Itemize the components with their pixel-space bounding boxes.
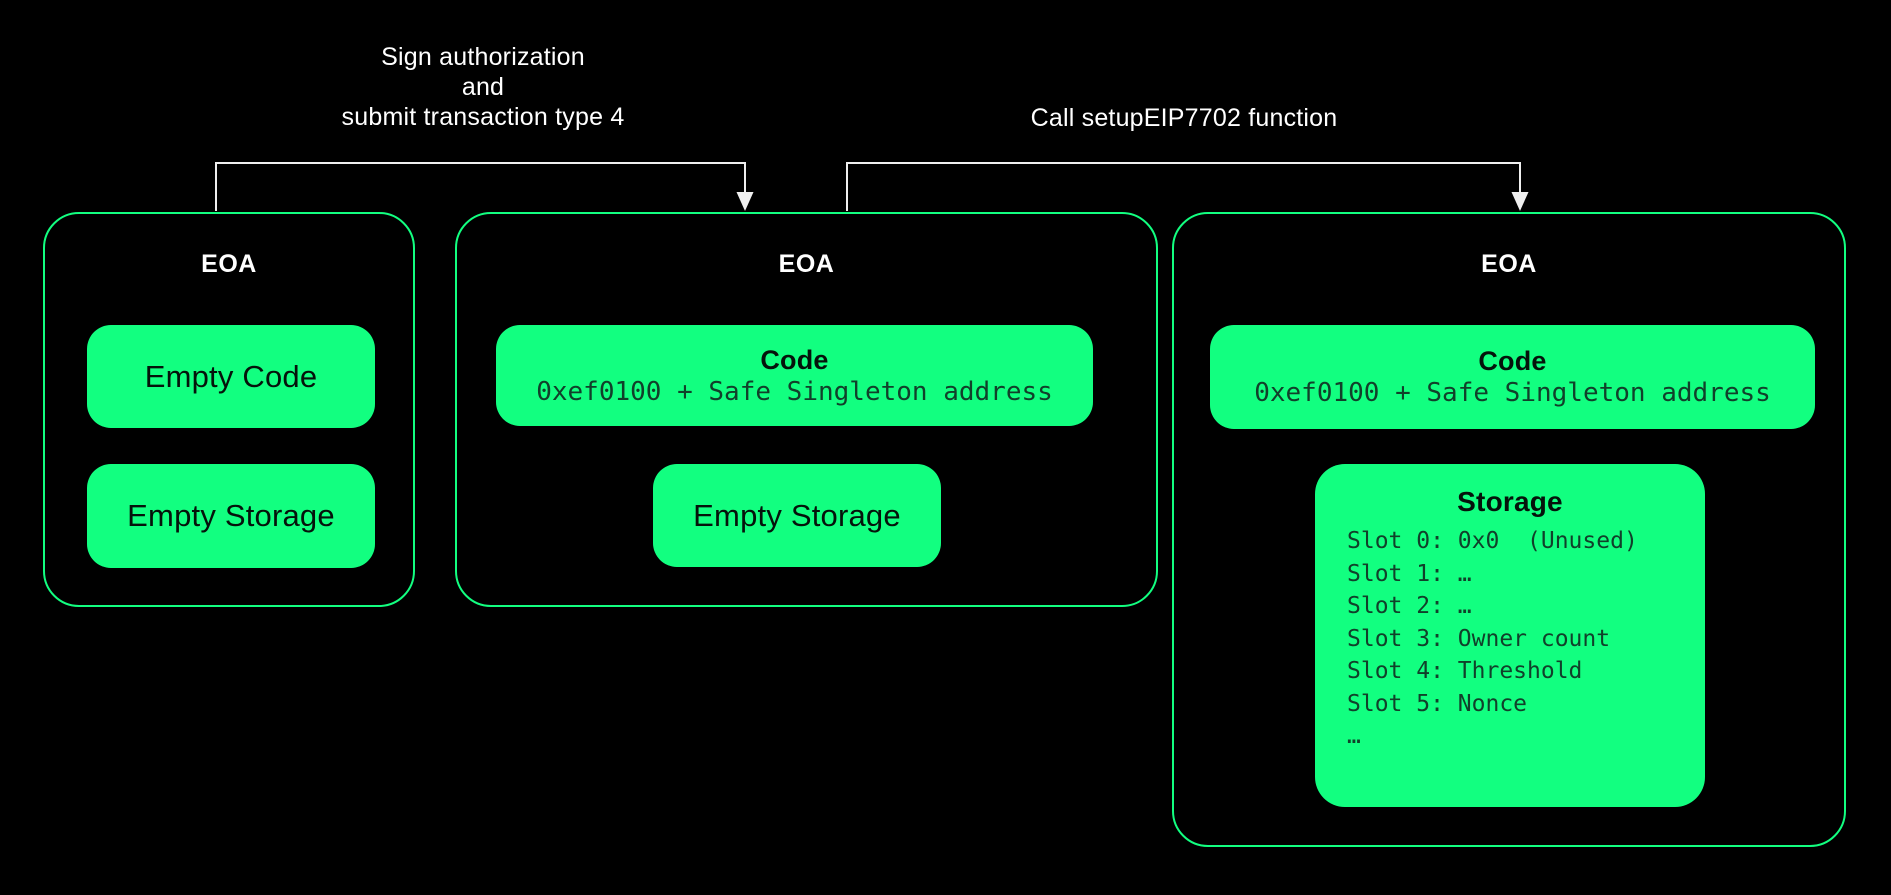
eoa-box-initial: EOA Empty Code Empty Storage [43,212,415,607]
code-value: 0xef0100 + Safe Singleton address [1254,378,1771,408]
storage-slot: Slot 3: Owner count [1347,625,1611,652]
storage-slot: Slot 1: … [1347,560,1472,587]
arrow-line-call-setup [846,162,1521,211]
storage-slot: Slot 4: Threshold [1347,658,1583,684]
eoa-title: EOA [201,250,257,278]
arrowhead-sign-authorization [736,192,754,211]
eoa-box-delegated: EOA Code 0xef0100 + Safe Singleton addre… [455,212,1158,607]
empty-code-chip: Empty Code [87,325,375,428]
empty-storage-chip: Empty Storage [653,464,941,567]
chip-label: Empty Code [144,358,318,394]
storage-slot-list: Slot 0: 0x0 (Unused) Slot 1: … Slot 2: …… [1315,525,1705,753]
storage-chip: Storage Slot 0: 0x0 (Unused) Slot 1: … S… [1315,464,1705,807]
arrow-label-line: and [461,73,505,101]
arrow-label-line: submit transaction type 4 [341,103,625,131]
chip-title: Code [760,344,829,375]
empty-storage-chip: Empty Storage [87,464,375,568]
eoa-box-initialized: EOA Code 0xef0100 + Safe Singleton addre… [1172,212,1846,847]
code-chip: Code 0xef0100 + Safe Singleton address [496,325,1093,426]
chip-title: Storage [1457,486,1563,517]
arrow-line-sign-authorization [215,162,746,211]
storage-slot: Slot 5: Nonce [1347,690,1528,717]
eoa-title: EOA [778,250,835,278]
chip-label: Empty Storage [693,497,901,533]
code-value: 0xef0100 + Safe Singleton address [536,376,1053,407]
code-chip: Code 0xef0100 + Safe Singleton address [1210,325,1815,429]
chip-title: Code [1478,346,1547,376]
storage-slot: Slot 0: 0x0 (Unused) [1347,528,1638,554]
storage-slot: … [1347,723,1361,749]
arrow-label-line: Sign authorization [381,43,585,71]
arrow-label-sign-authorization: Sign authorization and submit transactio… [342,42,625,132]
eoa-title: EOA [1481,250,1537,278]
chip-label: Empty Storage [127,498,335,533]
storage-slot: Slot 2: … [1347,593,1472,619]
arrowhead-call-setup [1511,192,1529,211]
arrow-label-call-setup: Call setupEIP7702 function [1030,104,1338,132]
